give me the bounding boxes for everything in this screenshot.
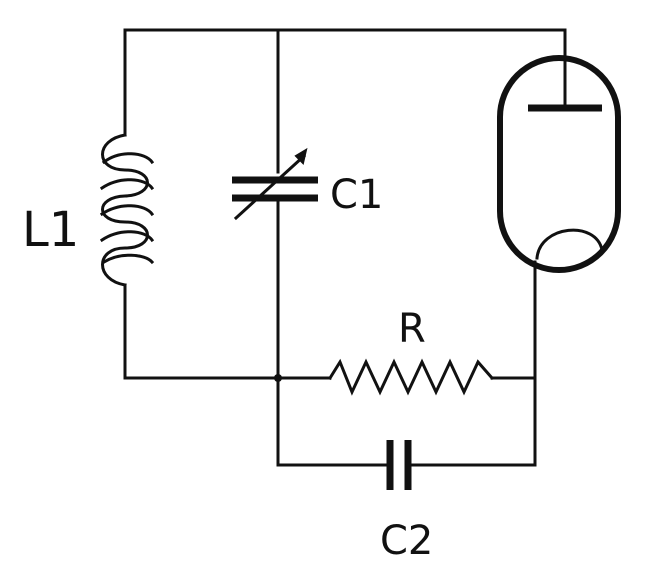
inductor-label: L1	[22, 202, 79, 258]
fixed-capacitor-c2	[386, 440, 412, 490]
top-wire	[123, 28, 567, 50]
capacitor-c2-label: C2	[380, 518, 433, 564]
inductor-l1	[99, 133, 155, 287]
vacuum-tube	[497, 46, 621, 273]
variable-capacitor-c1	[232, 147, 318, 221]
left-wire-lower	[123, 283, 280, 380]
resistor-r	[327, 358, 495, 396]
junction-dot	[274, 374, 282, 382]
variable-arrow-icon	[294, 147, 308, 165]
resistor-label: R	[398, 306, 426, 352]
capacitor-c1-label: C1	[330, 172, 383, 218]
center-vertical-wire-lower	[276, 196, 387, 467]
right-vertical-wire	[410, 260, 537, 467]
